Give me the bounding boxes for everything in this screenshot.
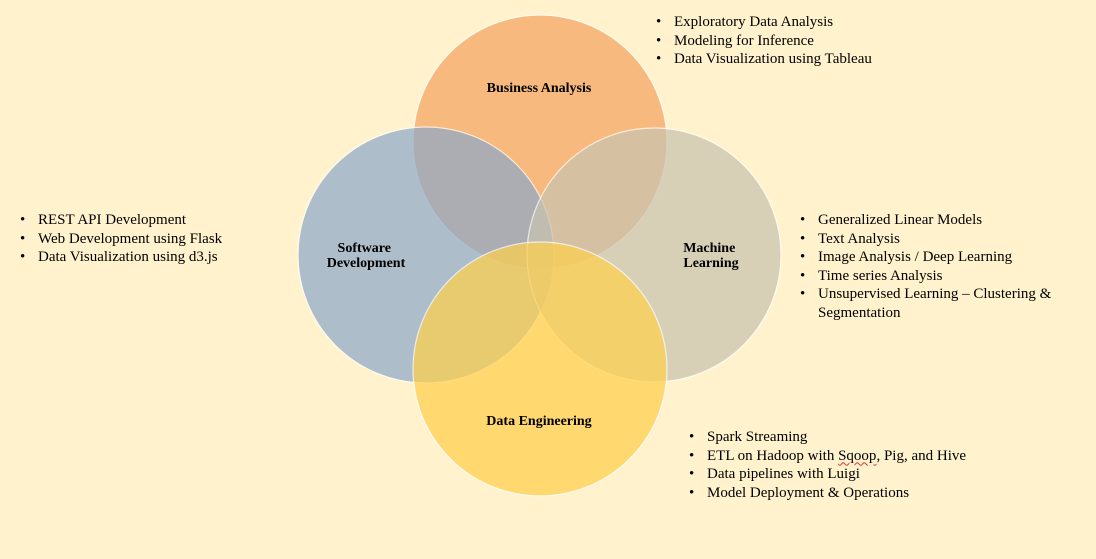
list-item: Text Analysis	[798, 230, 1088, 249]
list-item: Exploratory Data Analysis	[654, 13, 1074, 32]
list-item: Unsupervised Learning – Clustering & Seg…	[798, 285, 1088, 322]
list-item: Model Deployment & Operations	[687, 484, 987, 503]
list-item: Time series Analysis	[798, 267, 1088, 286]
list-item: Data Visualization using Tableau	[654, 50, 1074, 69]
software-development-list: REST API Development Web Development usi…	[18, 211, 298, 267]
business-analysis-label: Business Analysis	[487, 81, 592, 96]
business-analysis-list: Exploratory Data Analysis Modeling for I…	[654, 13, 1074, 69]
list-item: Generalized Linear Models	[798, 211, 1088, 230]
list-item: Data Visualization using d3.js	[18, 248, 298, 267]
list-item: Modeling for Inference	[654, 32, 1074, 51]
list-item: Spark Streaming	[687, 428, 987, 447]
software-development-label: Software Development	[327, 241, 406, 271]
machine-learning-list: Generalized Linear Models Text Analysis …	[798, 211, 1088, 322]
list-item: Data pipelines with Luigi	[687, 465, 987, 484]
list-item: ETL on Hadoop with Sqoop, Pig, and Hive	[687, 447, 987, 466]
list-item: Web Development using Flask	[18, 230, 298, 249]
machine-learning-label-line1: Machine	[683, 241, 735, 256]
machine-learning-label-line2: Learning	[683, 256, 738, 271]
machine-learning-label: Machine Learning	[683, 241, 739, 271]
data-engineering-label: Data Engineering	[486, 414, 591, 429]
data-engineering-list: Spark Streaming ETL on Hadoop with Sqoop…	[687, 428, 987, 502]
software-development-label-line2: Development	[327, 256, 406, 271]
software-development-label-line1: Software	[338, 241, 391, 256]
list-item: REST API Development	[18, 211, 298, 230]
list-item: Image Analysis / Deep Learning	[798, 248, 1088, 267]
data-engineering-circle	[412, 241, 668, 497]
